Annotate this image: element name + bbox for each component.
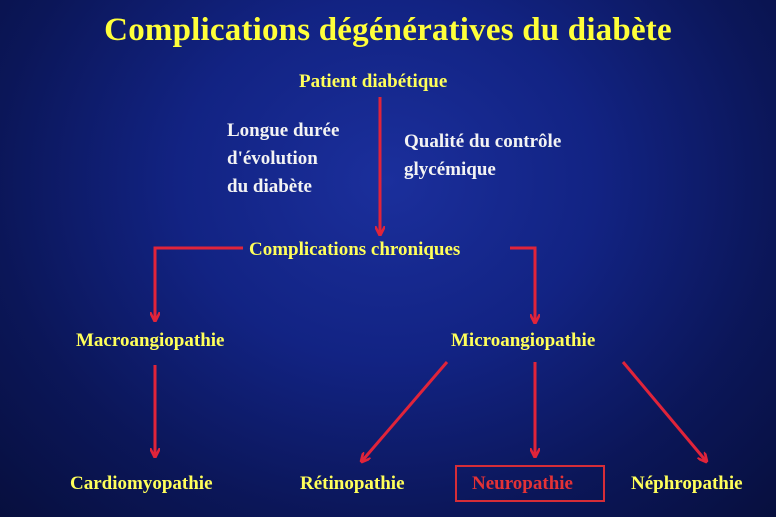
node-nephropathie: Néphropathie [631, 473, 743, 494]
node-macroangiopathie: Macroangiopathie [76, 330, 225, 351]
factor-qualite-controle: Qualité du contrôle glycémique [404, 131, 562, 180]
arrow-micro-to-nephro [621, 361, 706, 461]
factor-longue-duree: Longue durée d'évolution du diabète [227, 120, 340, 197]
arrow-chroniques-to-micro [510, 246, 535, 322]
node-microangiopathie: Microangiopathie [451, 330, 596, 351]
arrow-micro-to-retino [362, 361, 449, 461]
slide-title: Complications dégénératives du diabète [104, 12, 672, 48]
node-neuropathie: Neuropathie [472, 473, 573, 494]
arrow-chroniques-to-macro [155, 246, 243, 320]
node-cardiomyopathie: Cardiomyopathie [70, 473, 213, 494]
node-complications-chroniques: Complications chroniques [249, 239, 461, 260]
node-retinopathie: Rétinopathie [300, 473, 405, 494]
node-patient-diabetique: Patient diabétique [299, 71, 448, 92]
neuropathie-highlight-box [455, 465, 605, 502]
